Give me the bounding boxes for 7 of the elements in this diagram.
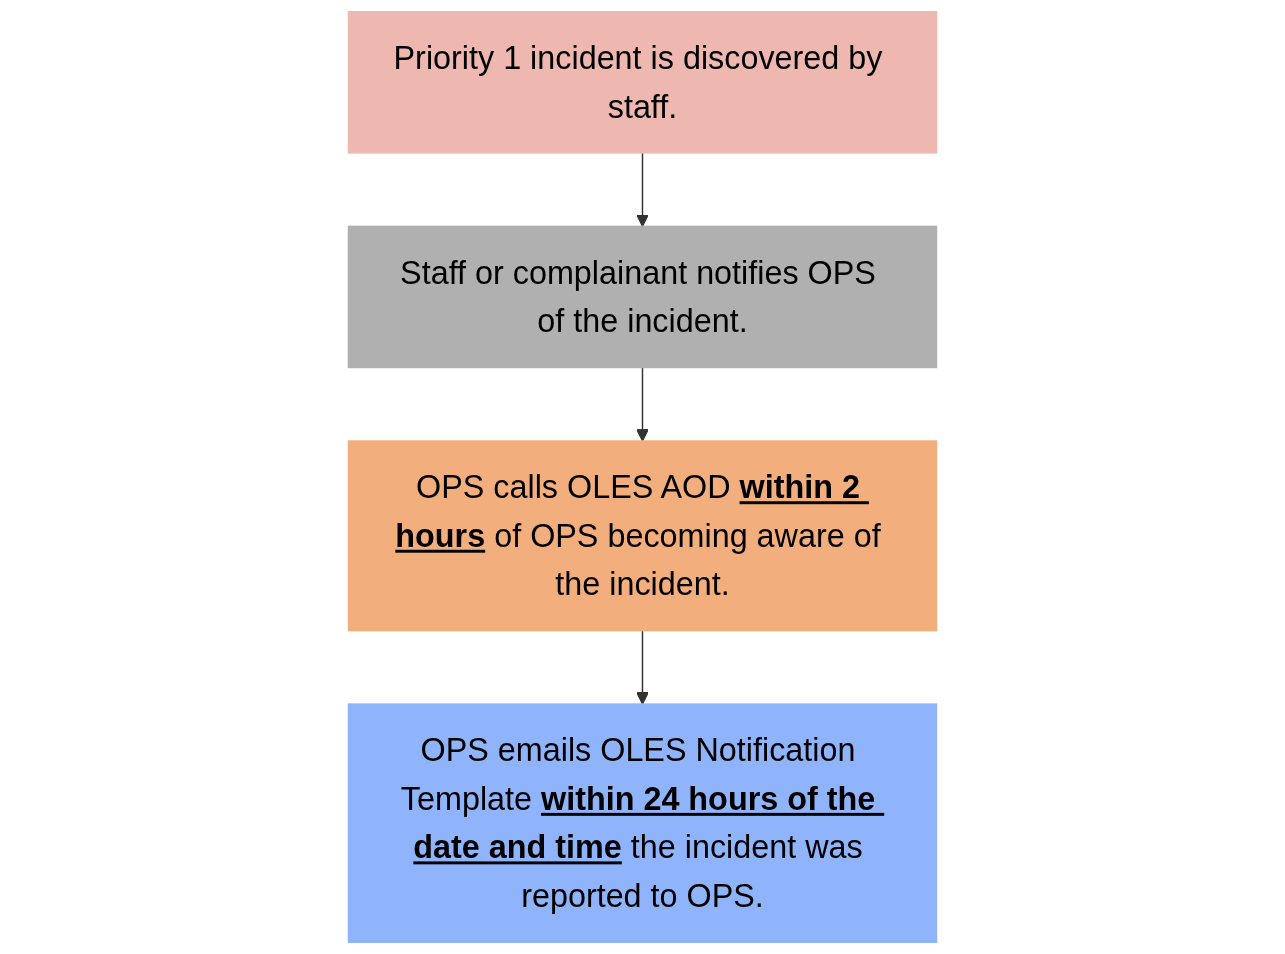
- arrow: [636, 152, 649, 227]
- arrow: [636, 629, 649, 705]
- node-box: Priority 1 incident is discovered by staff.: [347, 11, 938, 154]
- node-box: Staff or complainant notifies OPS of the incident.: [347, 225, 938, 369]
- arrow: [636, 366, 649, 442]
- node-box: OPS calls OLES AOD within 2 hours of OPS becoming aware of the incident.: [347, 440, 938, 632]
- node-box: OPS emails OLES Notification Template within 24 hours of the date and time the incident was reported to OPS.: [347, 703, 938, 943]
